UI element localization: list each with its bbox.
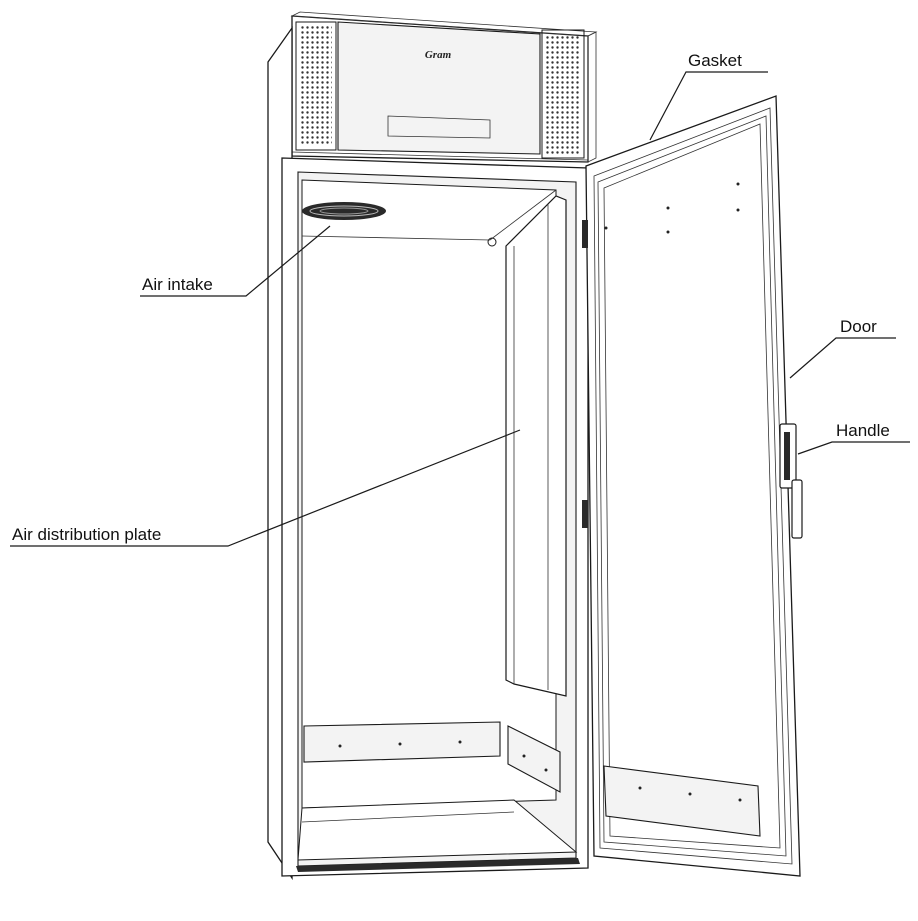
handle bbox=[779, 423, 803, 539]
label-door: Door bbox=[840, 317, 877, 336]
air-intake bbox=[302, 202, 386, 220]
door bbox=[582, 95, 801, 877]
right-vent-grille bbox=[541, 29, 585, 159]
label-gasket: Gasket bbox=[688, 51, 742, 70]
label-air-distribution-plate: Air distribution plate bbox=[12, 525, 161, 544]
label-handle: Handle bbox=[836, 421, 890, 440]
gasket bbox=[597, 115, 787, 857]
air-distribution-plate bbox=[487, 195, 567, 697]
display-slot bbox=[387, 115, 491, 139]
callout-lines bbox=[10, 71, 910, 547]
shelf-rails bbox=[303, 721, 561, 793]
brand-logo: Gram bbox=[425, 49, 452, 61]
left-vent-grille bbox=[295, 21, 337, 151]
label-air-intake: Air intake bbox=[142, 275, 213, 294]
top-unit: Gram bbox=[290, 11, 598, 163]
callout-labels: Gasket Door Handle Air intake Air distri… bbox=[12, 51, 890, 544]
